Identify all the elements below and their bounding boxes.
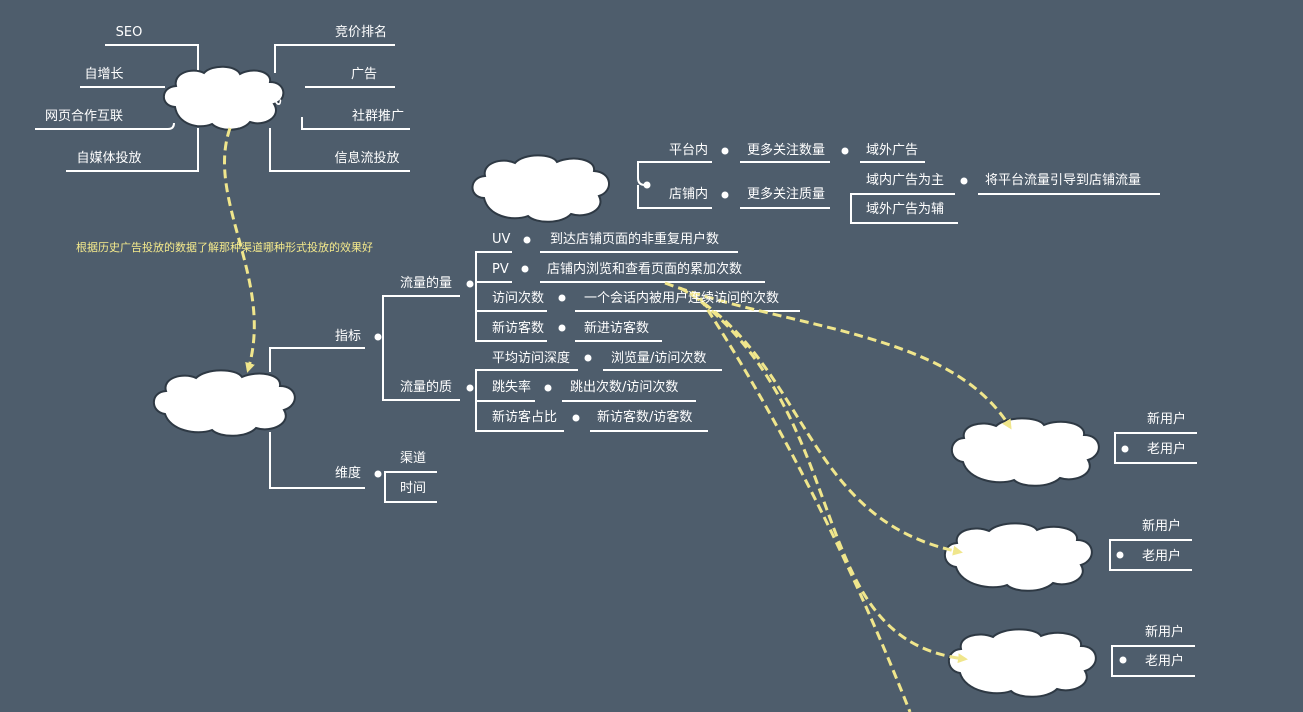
cloud-shapes <box>152 65 1100 698</box>
ecommerce-title[interactable]: 电商 <box>537 174 583 199</box>
scenario-1-new-user[interactable]: 新用户 <box>1147 412 1187 427</box>
promotion-right-bidding[interactable]: 竞价排名 <box>334 25 388 40</box>
case-connectors <box>269 251 800 503</box>
scenario-1-old-user[interactable]: 老用户 <box>1147 442 1187 457</box>
ecommerce-store-leaf1-child[interactable]: 将平台流量引导到店铺流量 <box>985 173 1142 188</box>
promotion-right-community[interactable]: 社群推广 <box>351 109 405 124</box>
case-cloud <box>152 369 296 437</box>
case-title[interactable]: 案例分析 <box>195 390 285 415</box>
scenario-cloud-1 <box>950 417 1100 487</box>
scenario-cloud-2 <box>943 522 1093 592</box>
node-dots <box>374 147 1129 664</box>
promotion-cloud <box>162 65 285 131</box>
promotion-left-web-partnership[interactable]: 网页合作互联 <box>44 109 124 124</box>
ecommerce-platform-child[interactable]: 更多关注数量 <box>747 143 826 158</box>
ecommerce-store-leaf1[interactable]: 域内广告为主 <box>866 173 945 188</box>
promotion-right-ads[interactable]: 广告 <box>350 67 378 82</box>
volume-desc-visits[interactable]: 一个会话内被用户连续访问的次数 <box>584 291 780 306</box>
volume-desc-uv[interactable]: 到达店铺页面的非重复用户数 <box>550 232 720 247</box>
quality-desc-bounce[interactable]: 跳出次数/访问次数 <box>570 380 679 395</box>
scenario-2-title[interactable]: 低PV高PV <box>979 542 1081 567</box>
promotion-right-feed[interactable]: 信息流投放 <box>334 151 400 166</box>
volume-desc-pv[interactable]: 店铺内浏览和查看页面的累加次数 <box>547 262 743 277</box>
ecommerce-connectors <box>637 161 1160 224</box>
scenario-2-old-user[interactable]: 老用户 <box>1142 549 1182 564</box>
volume-desc-new-visitors[interactable]: 新进访客数 <box>584 321 650 336</box>
case-volume-label[interactable]: 流量的量 <box>400 276 453 291</box>
volume-term-visits[interactable]: 访问次数 <box>492 291 545 306</box>
quality-term-depth[interactable]: 平均访问深度 <box>492 351 571 366</box>
ecommerce-store[interactable]: 店铺内 <box>669 187 709 202</box>
ecommerce-platform-leaf[interactable]: 域外广告 <box>866 143 919 158</box>
promotion-left-self-growth[interactable]: 自增长 <box>84 67 124 82</box>
promotion-left-self-media[interactable]: 自媒体投放 <box>76 151 142 166</box>
scenario-cloud-3 <box>947 628 1097 698</box>
volume-term-pv[interactable]: PV <box>492 262 509 277</box>
dimension-channel[interactable]: 渠道 <box>400 451 427 466</box>
relation-arrows <box>223 127 1012 712</box>
scenario-3-old-user[interactable]: 老用户 <box>1145 654 1185 669</box>
scenario-1-title[interactable]: 高UV低PV <box>983 436 1087 461</box>
quality-term-new-ratio[interactable]: 新访客占比 <box>492 410 558 425</box>
ecommerce-store-leaf2[interactable]: 域外广告为辅 <box>866 202 945 217</box>
scenario-3-new-user[interactable]: 新用户 <box>1145 625 1185 640</box>
scenario-2-new-user[interactable]: 新用户 <box>1142 519 1182 534</box>
ecommerce-cloud <box>471 154 610 223</box>
scenario-connectors <box>1109 432 1197 677</box>
case-quality-label[interactable]: 流量的质 <box>400 380 453 395</box>
quality-term-bounce[interactable]: 跳失率 <box>492 380 532 395</box>
promotion-left-seo[interactable]: SEO <box>115 25 143 40</box>
scenario-3-title[interactable]: 高UV高PV <box>982 648 1086 673</box>
case-metrics[interactable]: 指标 <box>335 329 362 344</box>
case-dimension-label[interactable]: 维度 <box>335 466 362 481</box>
relation-note[interactable]: 根据历史广告投放的数据了解那种渠道哪种形式投放的效果好 <box>76 241 373 254</box>
promotion-connectors <box>35 44 410 172</box>
volume-term-new-visitors[interactable]: 新访客数 <box>492 321 545 336</box>
quality-desc-new-ratio[interactable]: 新访客数/访客数 <box>597 410 693 425</box>
ecommerce-store-child[interactable]: 更多关注质量 <box>747 187 826 202</box>
promotion-title[interactable]: 推广方式 <box>193 84 283 109</box>
quality-desc-depth[interactable]: 浏览量/访问次数 <box>611 351 707 366</box>
dimension-time[interactable]: 时间 <box>400 481 427 496</box>
ecommerce-platform[interactable]: 平台内 <box>669 143 709 158</box>
volume-term-uv[interactable]: UV <box>492 232 511 247</box>
